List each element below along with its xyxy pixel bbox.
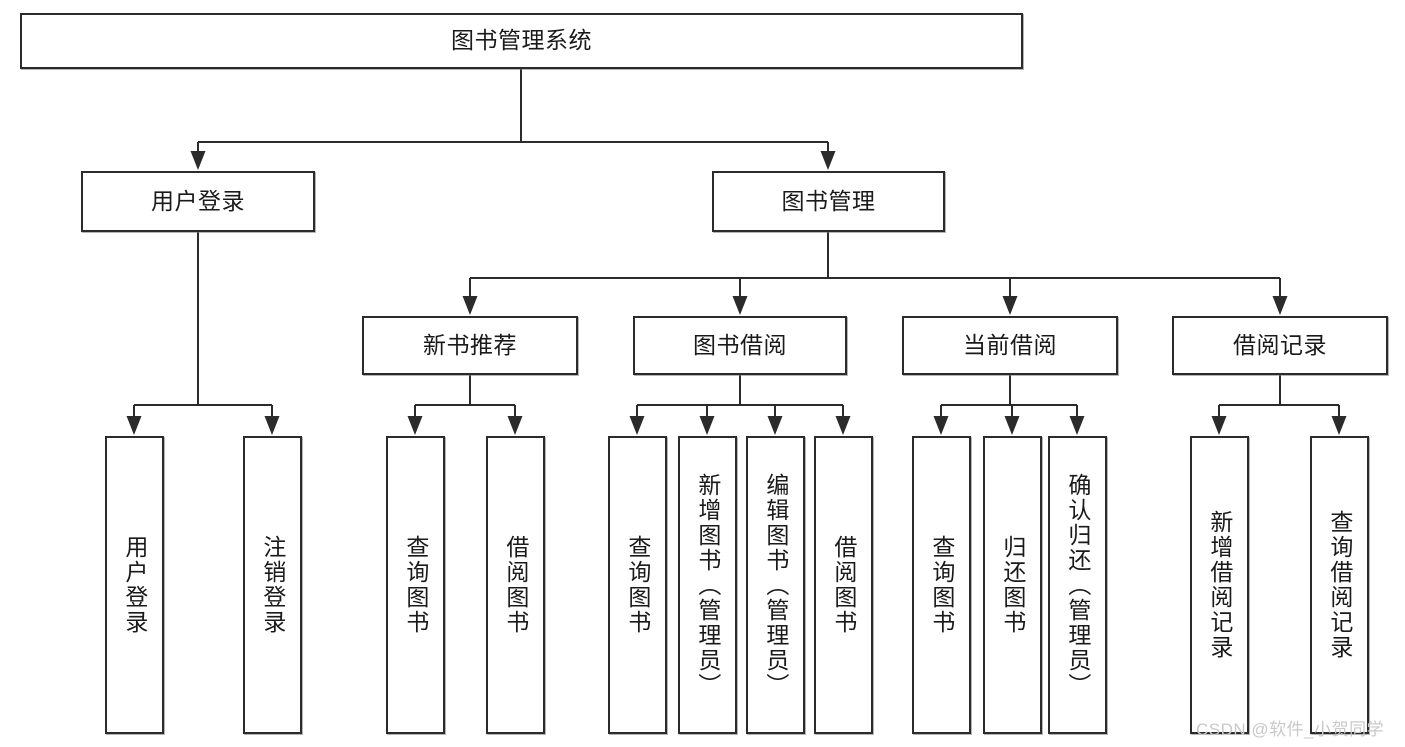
root-node-图书管理系统: 图书管理系统 (20, 13, 1023, 69)
leaf-node-查询图书-8: 查询图书 (912, 436, 971, 734)
node-label: 借阅图书 (830, 535, 857, 635)
node-label: 借阅记录 (1233, 331, 1327, 358)
connector-arrowhead (835, 416, 851, 435)
connector-arrowhead (699, 416, 715, 435)
leaf-node-新增借阅记录-11: 新增借阅记录 (1190, 436, 1249, 734)
leaf-node-借阅图书-3: 借阅图书 (486, 436, 545, 734)
leaf-node-编辑图书管理员-6: 编辑图书（管理员） (746, 436, 805, 734)
connector-arrowhead (820, 151, 836, 170)
connector-arrowhead (190, 151, 206, 170)
connector-arrowhead (767, 416, 783, 435)
node-label: 归还图书 (999, 535, 1026, 635)
connector-arrowhead (629, 416, 645, 435)
node-label: 查询借阅记录 (1326, 510, 1353, 660)
node-label: 图书借阅 (693, 331, 787, 358)
connector-arrowhead (1004, 416, 1020, 435)
node-label: 用户登录 (121, 535, 148, 635)
leaf-node-新增图书管理员-5: 新增图书（管理员） (678, 436, 737, 734)
node-label: 图书管理 (781, 187, 876, 214)
node-label: 新增借阅记录 (1206, 510, 1233, 660)
leaf-node-归还图书-9: 归还图书 (983, 436, 1042, 734)
watermark-label: CSDN @软件_小贺同学 (1196, 720, 1385, 739)
node-label: 确认归还（管理员） (1064, 472, 1091, 698)
level3-node-借阅记录-3: 借阅记录 (1172, 316, 1388, 375)
level2-node-用户登录-0: 用户登录 (81, 171, 315, 232)
connector-arrowhead (732, 296, 748, 315)
node-label: 借阅图书 (502, 535, 529, 635)
leaf-node-借阅图书-7: 借阅图书 (814, 436, 873, 734)
connector-arrowhead (1272, 296, 1288, 315)
leaf-node-注销登录-1: 注销登录 (243, 436, 302, 734)
leaf-node-查询图书-2: 查询图书 (386, 436, 445, 734)
node-label: 注销登录 (259, 535, 286, 635)
node-label: 图书管理系统 (451, 27, 592, 54)
connector-arrowhead (126, 416, 142, 435)
connector-arrowhead (507, 416, 523, 435)
leaf-node-查询图书-4: 查询图书 (608, 436, 667, 734)
node-label: 用户登录 (151, 187, 245, 214)
level3-node-新书推荐-0: 新书推荐 (362, 316, 578, 375)
node-label: 查询图书 (624, 535, 651, 635)
node-label: 新增图书（管理员） (694, 472, 721, 698)
connector-arrowhead (1002, 296, 1018, 315)
connector-arrowhead (1331, 416, 1347, 435)
level2-node-图书管理-1: 图书管理 (712, 171, 945, 232)
connector-arrowhead (462, 296, 478, 315)
leaf-node-确认归还管理员-10: 确认归还（管理员） (1048, 436, 1107, 734)
connector-arrowhead (1211, 416, 1227, 435)
level3-node-图书借阅-1: 图书借阅 (633, 316, 847, 375)
connector-arrowhead (264, 416, 280, 435)
level3-node-当前借阅-2: 当前借阅 (902, 316, 1118, 375)
node-label: 查询图书 (402, 535, 429, 635)
connector-arrowhead (407, 416, 423, 435)
node-label: 查询图书 (928, 535, 955, 635)
connector-arrowhead (933, 416, 949, 435)
leaf-node-用户登录-0: 用户登录 (105, 436, 164, 734)
leaf-node-查询借阅记录-12: 查询借阅记录 (1310, 436, 1369, 734)
node-label: 编辑图书（管理员） (762, 472, 789, 698)
node-label: 当前借阅 (963, 331, 1057, 358)
node-label: 新书推荐 (423, 331, 517, 358)
connector-arrowhead (1069, 416, 1085, 435)
